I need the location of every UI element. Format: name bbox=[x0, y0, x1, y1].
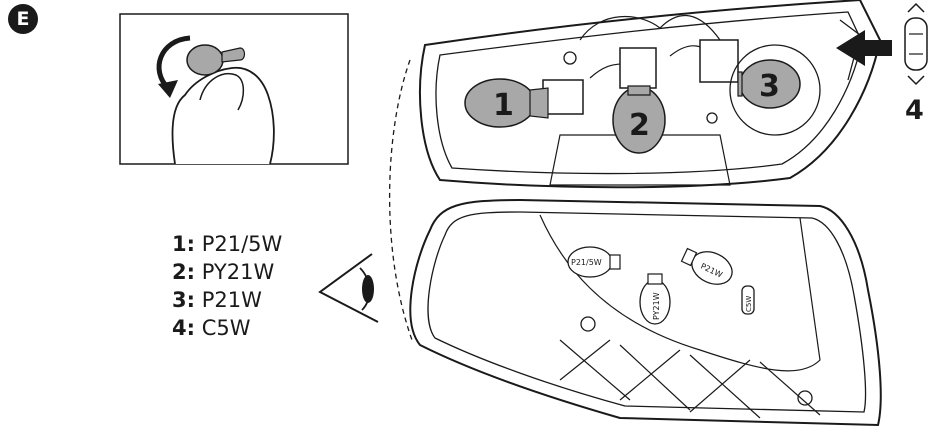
legend-row-1: 1: P21/5W bbox=[172, 230, 282, 258]
bulb-2-callout: 2 bbox=[629, 108, 650, 143]
legend-row-4: 4: C5W bbox=[172, 314, 282, 342]
legend-row-2: 2: PY21W bbox=[172, 258, 282, 286]
legend-bulb: P21/5W bbox=[201, 232, 283, 256]
hand-illustration bbox=[171, 66, 275, 165]
legend-bulb: PY21W bbox=[201, 260, 275, 284]
insert-arrow-icon bbox=[836, 30, 892, 66]
bulb-3-callout: 3 bbox=[759, 69, 780, 104]
view-dashed-line bbox=[388, 59, 413, 341]
stored-bulb-c5w bbox=[741, 285, 755, 315]
bulb-1-callout: 1 bbox=[493, 88, 514, 123]
rotate-arrow-icon bbox=[156, 35, 191, 90]
c5w-bulb-icon bbox=[904, 2, 928, 86]
bulb-4-callout: 4 bbox=[905, 95, 924, 126]
eye-icon bbox=[318, 253, 379, 323]
step-badge: E bbox=[8, 4, 38, 34]
inset-panel bbox=[119, 13, 349, 165]
legend-num: 3: bbox=[172, 288, 196, 312]
legend-num: 4: bbox=[172, 316, 196, 340]
legend-bulb: P21W bbox=[201, 288, 262, 312]
stored-label-c5w: C5W bbox=[745, 296, 753, 312]
lower-housing: P21/5W PY21W P21W C5W bbox=[409, 198, 882, 427]
legend-num: 1: bbox=[172, 232, 196, 256]
stored-label-py21w: PY21W bbox=[652, 292, 661, 320]
stored-label-p215w: P21/5W bbox=[571, 258, 602, 267]
legend-bulb: C5W bbox=[201, 316, 251, 340]
bulb-legend: 1: P21/5W 2: PY21W 3: P21W 4: C5W bbox=[172, 230, 282, 342]
legend-row-3: 3: P21W bbox=[172, 286, 282, 314]
legend-num: 2: bbox=[172, 260, 196, 284]
inset-bulb-socket bbox=[186, 44, 224, 76]
upper-housing: 1 2 3 bbox=[419, 0, 882, 189]
